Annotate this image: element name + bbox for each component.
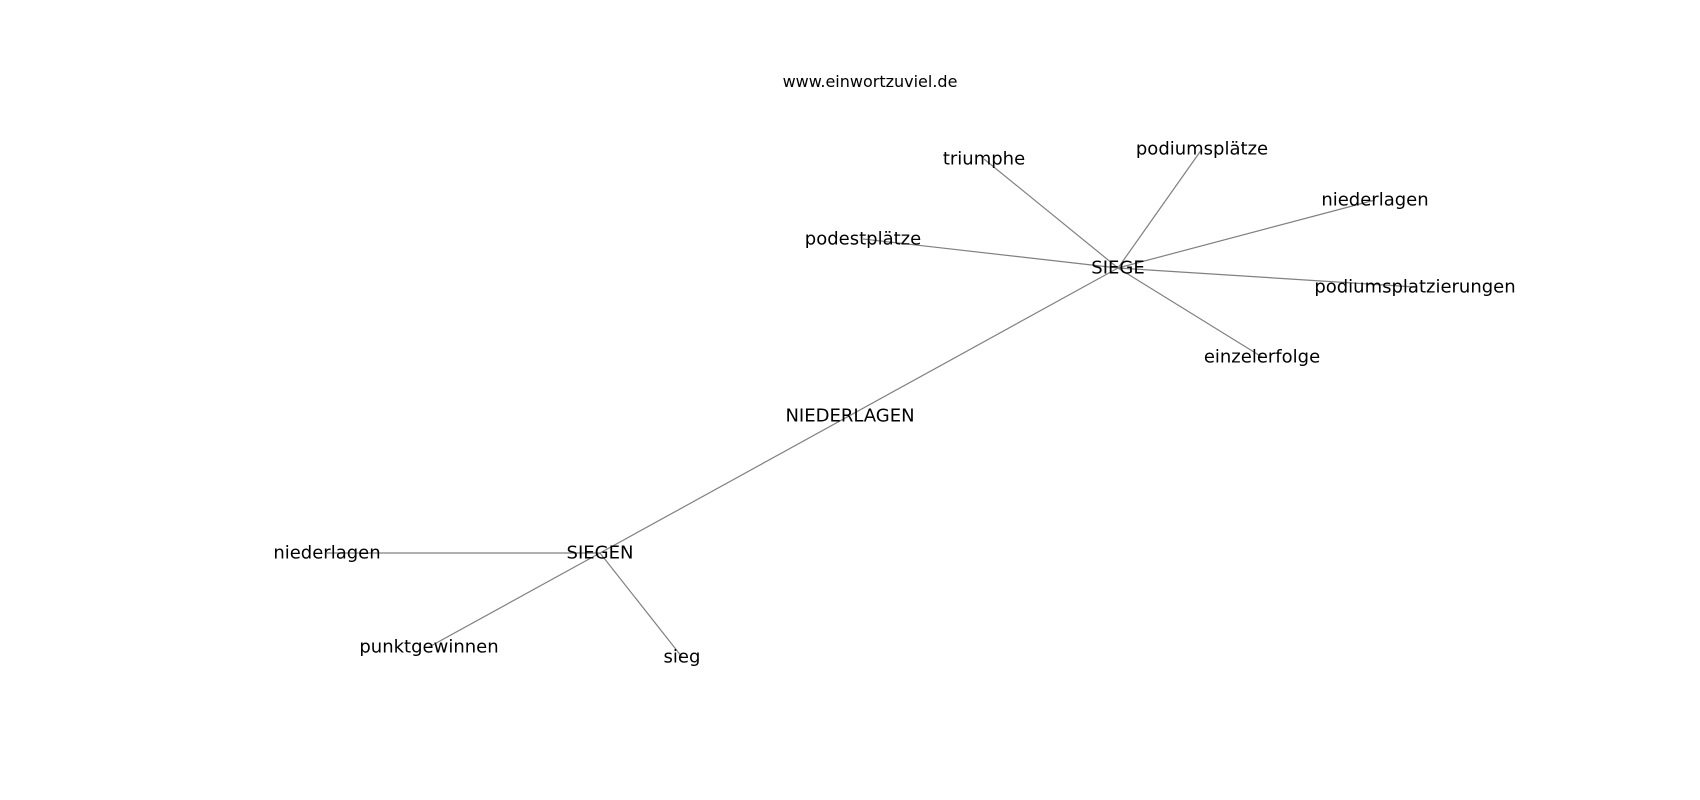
edge-siege-siegen [599, 267, 1119, 554]
node-siegen: SIEGEN [567, 543, 634, 564]
edge-siege-podestplaetze [862, 238, 1119, 269]
node-siege: SIEGE [1091, 258, 1144, 279]
node-podestplaetze: podestplätze [805, 229, 921, 250]
edge-siege-einzelerfolge [1117, 267, 1263, 358]
node-podiumsplatzierungen: podiumsplatzierungen [1314, 277, 1515, 298]
site-label: www.einwortzuviel.de [783, 72, 958, 91]
node-niederlagen: NIEDERLAGEN [785, 406, 914, 427]
node-einzelerfolge: einzelerfolge [1204, 347, 1320, 368]
node-sieg: sieg [664, 647, 701, 668]
graph-edges [327, 148, 1416, 658]
node-niederlagen-2: niederlagen [273, 543, 380, 564]
edge-siegen-sieg [599, 552, 683, 658]
node-punktgewinnen: punktgewinnen [359, 637, 498, 658]
node-podiumsplaetze: podiumsplätze [1136, 139, 1268, 160]
edge-siege-podiumsplatzierungen [1117, 267, 1416, 288]
edge-siege-podiumsplaetze [1117, 148, 1203, 269]
node-niederlagen-1: niederlagen [1321, 190, 1428, 211]
edge-siegen-punktgewinnen [428, 552, 601, 648]
edge-siege-niederlagen_1 [1117, 199, 1376, 269]
edge-siege-triumphe [983, 158, 1119, 269]
graph-nodes: NIEDERLAGEN SIEGE SIEGEN triumphe podiumsplä… [273, 139, 1515, 668]
node-triumphe: triumphe [943, 149, 1025, 170]
